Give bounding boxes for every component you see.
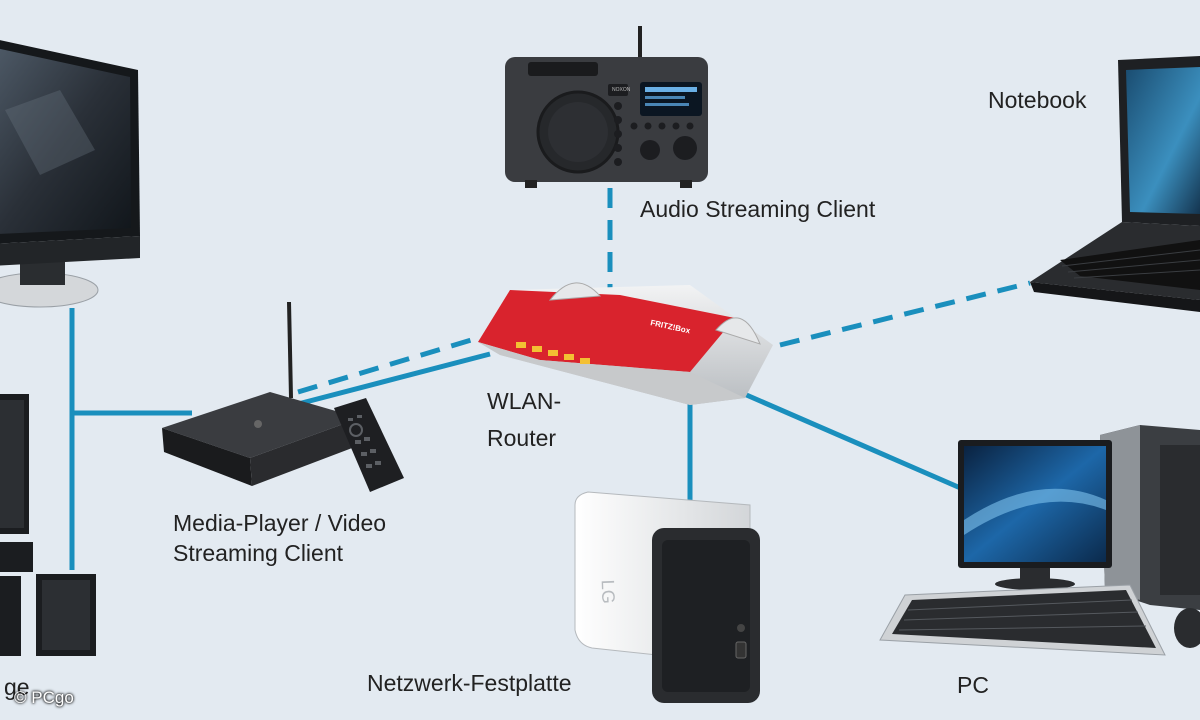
nas-label: Netzwerk-Festplatte [367,670,572,696]
router-label-line2: Router [487,425,557,451]
connections [69,188,1031,570]
radio-brand: NOXON [612,87,631,93]
router-label-line1: WLAN- [487,388,562,414]
notebook-device [1030,56,1200,312]
media-player-label-line2: Streaming Client [173,540,344,566]
wired-link-media-player [297,351,491,407]
pc-device [879,425,1200,656]
nas-brand: LG [598,579,619,604]
pc-label: PC [957,672,989,698]
wlan-router-device: FRITZ!Box [478,282,773,405]
speaker-label-fragment: ge [4,674,30,700]
tv-device [0,40,140,308]
wired-link-pc [734,387,966,493]
nas-device: LG [574,491,760,703]
media-player-device [162,301,404,492]
notebook-label: Notebook [988,87,1087,113]
internet-radio-device: NOXON [505,26,708,188]
audio-client-label: Audio Streaming Client [640,196,876,222]
speaker-system [0,394,96,656]
copyright-notice: © PCgo [14,688,74,707]
media-player-label-line1: Media-Player / Video [173,510,387,536]
wireless-link-notebook [779,280,1031,348]
